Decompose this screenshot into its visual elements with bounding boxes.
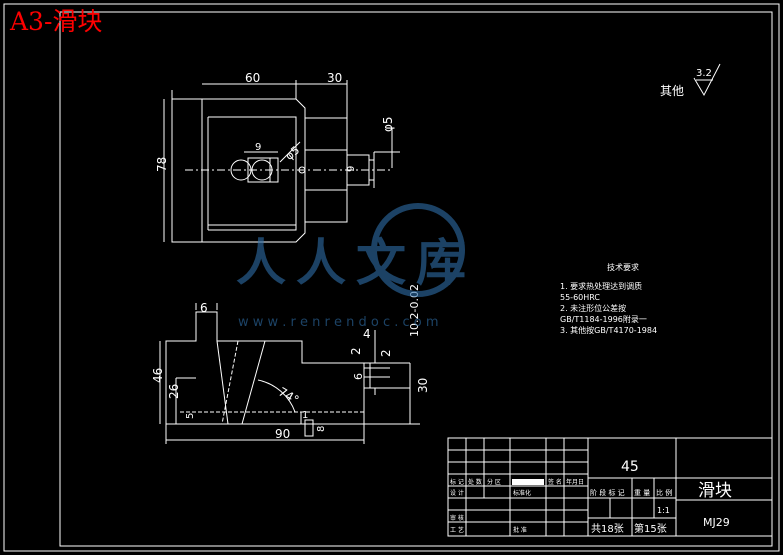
- dim-width-right: 30: [327, 71, 342, 85]
- dim-2a: 2: [349, 347, 363, 355]
- title-block-fill: [512, 479, 544, 485]
- dim-6: 6: [352, 373, 365, 380]
- dim-width-left: 60: [245, 71, 260, 85]
- tech-req-heading: 技术要求: [607, 262, 639, 272]
- tb-drawing-no: MJ29: [703, 516, 730, 529]
- tb-total-sheets: 共18张: [591, 523, 624, 535]
- tb-header: 处 数: [468, 478, 482, 486]
- dim-small-9b: 9: [346, 166, 357, 172]
- tech-req-line: GB/T1184-1996附录一: [560, 314, 647, 324]
- dim-length-90: 90: [275, 427, 290, 441]
- tb-material: 45: [621, 459, 639, 475]
- dim-base-5: 5: [185, 413, 196, 419]
- dim-height-46: 46: [151, 368, 165, 383]
- top-view: [163, 80, 400, 243]
- tb-approve: 批 准: [513, 526, 527, 534]
- tech-req-line: 55-60HRC: [560, 293, 600, 302]
- tech-req-line: 2. 未注形位公差按: [560, 303, 626, 313]
- tb-header: 标 记: [450, 478, 464, 486]
- tb-scale: 1:1: [657, 506, 670, 515]
- dim-4: 4: [363, 327, 371, 341]
- tb-stage: 阶 段 标 记: [590, 488, 625, 497]
- roughness-prefix: 其他: [660, 84, 684, 98]
- dim-pin-8: 8: [316, 426, 327, 432]
- dim-slot: 10.2-0.02: [408, 284, 421, 337]
- tb-header: 分 区: [487, 478, 501, 486]
- dim-top: 6: [200, 301, 208, 315]
- dim-1: 1: [302, 410, 308, 421]
- tb-design: 设 计: [450, 489, 464, 497]
- dim-mid-26: 26: [167, 384, 181, 399]
- tb-header: 年月日: [566, 478, 584, 486]
- roughness-symbol: [693, 63, 721, 97]
- watermark-url: w w w . r e n r e n d o c . c o m: [238, 315, 439, 330]
- page-title: A3-滑块: [10, 7, 103, 36]
- front-view: [159, 303, 420, 444]
- tb-weight: 重 量: [634, 489, 650, 497]
- tech-req-line: 1. 要求热处理达到调质: [560, 281, 642, 291]
- tb-sheet-no: 第15张: [634, 522, 667, 535]
- tb-ratio: 比 例: [656, 488, 672, 497]
- tb-header: 签 名: [548, 478, 562, 486]
- dim-small-9a: 9: [255, 142, 261, 153]
- inner-frame: [59, 11, 773, 547]
- dim-2b: 2: [379, 349, 393, 357]
- tb-part-name: 滑块: [698, 481, 732, 501]
- watermark: 人人文库 w w w . r e n r e n d o c . c o m: [236, 203, 476, 330]
- dim-height: 78: [155, 157, 169, 172]
- tb-review: 审 核: [450, 514, 464, 522]
- tech-req-line: 3. 其他按GB/T4170-1984: [560, 325, 657, 335]
- dim-pin-dia: φ5: [381, 116, 395, 132]
- watermark-text: 人人文库: [236, 234, 476, 292]
- roughness-value: 3.2: [696, 68, 712, 79]
- tb-standard: 标准化: [513, 489, 531, 497]
- dim-30: 30: [416, 378, 430, 393]
- tb-process: 工 艺: [450, 526, 464, 534]
- title-block: [447, 437, 773, 537]
